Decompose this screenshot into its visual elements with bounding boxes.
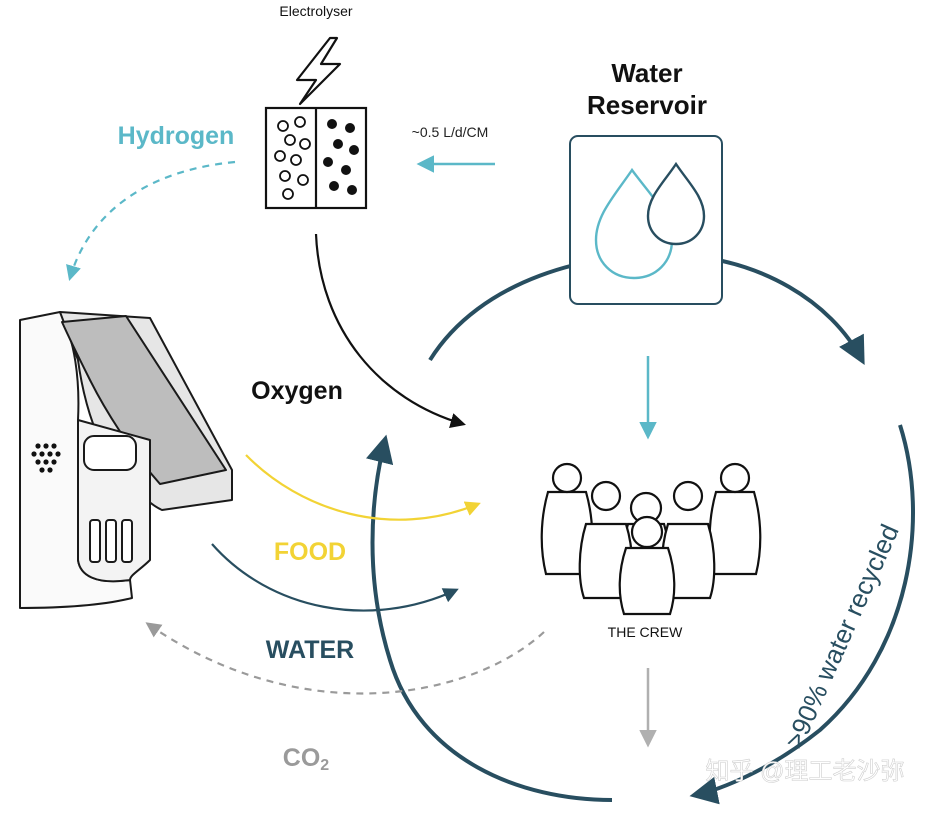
flow-rate-label: ~0.5 L/d/CM [412, 124, 489, 140]
crew-person [708, 462, 762, 576]
water-reservoir-label-line2: Reservoir [587, 90, 707, 120]
unit-bottle [121, 519, 133, 563]
water-reservoir [569, 135, 723, 305]
unit-door-glass [61, 315, 227, 485]
water-drop-small-icon [646, 161, 706, 246]
water-reservoir-label-line1: Water [611, 58, 682, 88]
co2-label: CO2 [283, 744, 330, 774]
lightning-icon [295, 36, 342, 106]
oxygen-label: Oxygen [251, 377, 343, 405]
food-flow-arrow [245, 454, 481, 521]
hydrogen-label: Hydrogen [118, 122, 235, 150]
hydrogen-flow-arrow [66, 160, 236, 281]
oxygen-bubbles [323, 119, 359, 195]
oxygen-flow-arrow [314, 233, 466, 428]
co2-flow-arrow [145, 622, 545, 695]
cycle-arc-left [365, 434, 613, 802]
water-flow-arrow [211, 543, 459, 612]
bioreactor-unit [19, 311, 233, 609]
unit-bottle [105, 519, 117, 563]
vent-grille-icon [31, 443, 61, 473]
cycle-arc-right [689, 424, 915, 805]
crew-person [618, 515, 676, 616]
electrolyser-label: Electrolyser [279, 3, 352, 19]
unit-drawer [83, 435, 137, 471]
food-label: FOOD [274, 538, 346, 566]
watermark: 知乎 @理工老沙弥 [705, 758, 904, 785]
crew-label: THE CREW [608, 624, 683, 640]
crew-icon [540, 462, 762, 616]
unit-bottle [89, 519, 101, 563]
hydrogen-bubbles [274, 116, 311, 200]
water-label: WATER [266, 636, 354, 664]
electrolyser: Electrolyser [264, 3, 368, 210]
